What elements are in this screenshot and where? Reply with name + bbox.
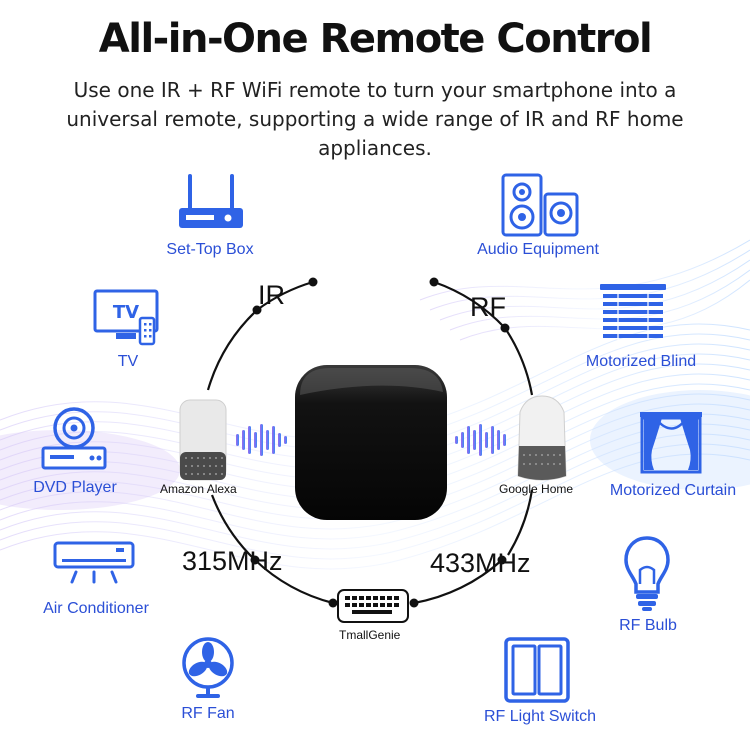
rf-bulb-label: RF Bulb — [619, 617, 677, 634]
dvd-player-label: DVD Player — [33, 479, 117, 496]
rf-fan-label: RF Fan — [181, 705, 235, 722]
audio-equipment-label: Audio Equipment — [477, 241, 599, 258]
page-title: All-in-One Remote Control — [98, 16, 653, 62]
set-top-box-icon — [179, 174, 243, 228]
google-home-icon — [517, 395, 567, 481]
ring-dots — [250, 277, 510, 608]
amazon-alexa-icon — [179, 399, 227, 481]
google-home-label: Google Home — [499, 482, 574, 496]
ir-label: IR — [258, 280, 285, 310]
rf-light-switch-label: RF Light Switch — [483, 708, 597, 725]
blind-icon — [600, 284, 666, 340]
tv-label: TV — [117, 353, 139, 370]
tmallgenie-icon — [337, 589, 409, 623]
bulb-icon — [624, 536, 670, 611]
air-conditioner-icon — [53, 541, 135, 584]
curtain-icon — [640, 412, 702, 474]
fan-icon — [182, 637, 234, 698]
set-top-box-label: Set-Top Box — [166, 241, 254, 258]
dvd-player-icon — [41, 407, 107, 470]
light-switch-icon — [504, 637, 570, 703]
page-subtitle: Use one IR + RF WiFi remote to turn your… — [66, 78, 684, 160]
motorized-blind-label: Motorized Blind — [585, 353, 697, 370]
motorized-curtain-label: Motorized Curtain — [609, 482, 737, 499]
tmallgenie-label: TmallGenie — [339, 628, 401, 642]
amazon-alexa-label: Amazon Alexa — [160, 482, 237, 496]
hub-device — [295, 365, 447, 520]
sound-wave-left-icon — [236, 424, 287, 456]
rf-label: RF — [470, 292, 506, 322]
sound-wave-right-icon — [455, 424, 506, 456]
air-conditioner-label: Air Conditioner — [43, 600, 149, 617]
svg-text:TV: TV — [113, 302, 139, 323]
frequency-315-label: 315MHz — [182, 546, 283, 576]
speaker-icon — [501, 173, 579, 237]
frequency-433-label: 433MHz — [430, 548, 531, 578]
tv-icon: TV — [93, 289, 159, 346]
